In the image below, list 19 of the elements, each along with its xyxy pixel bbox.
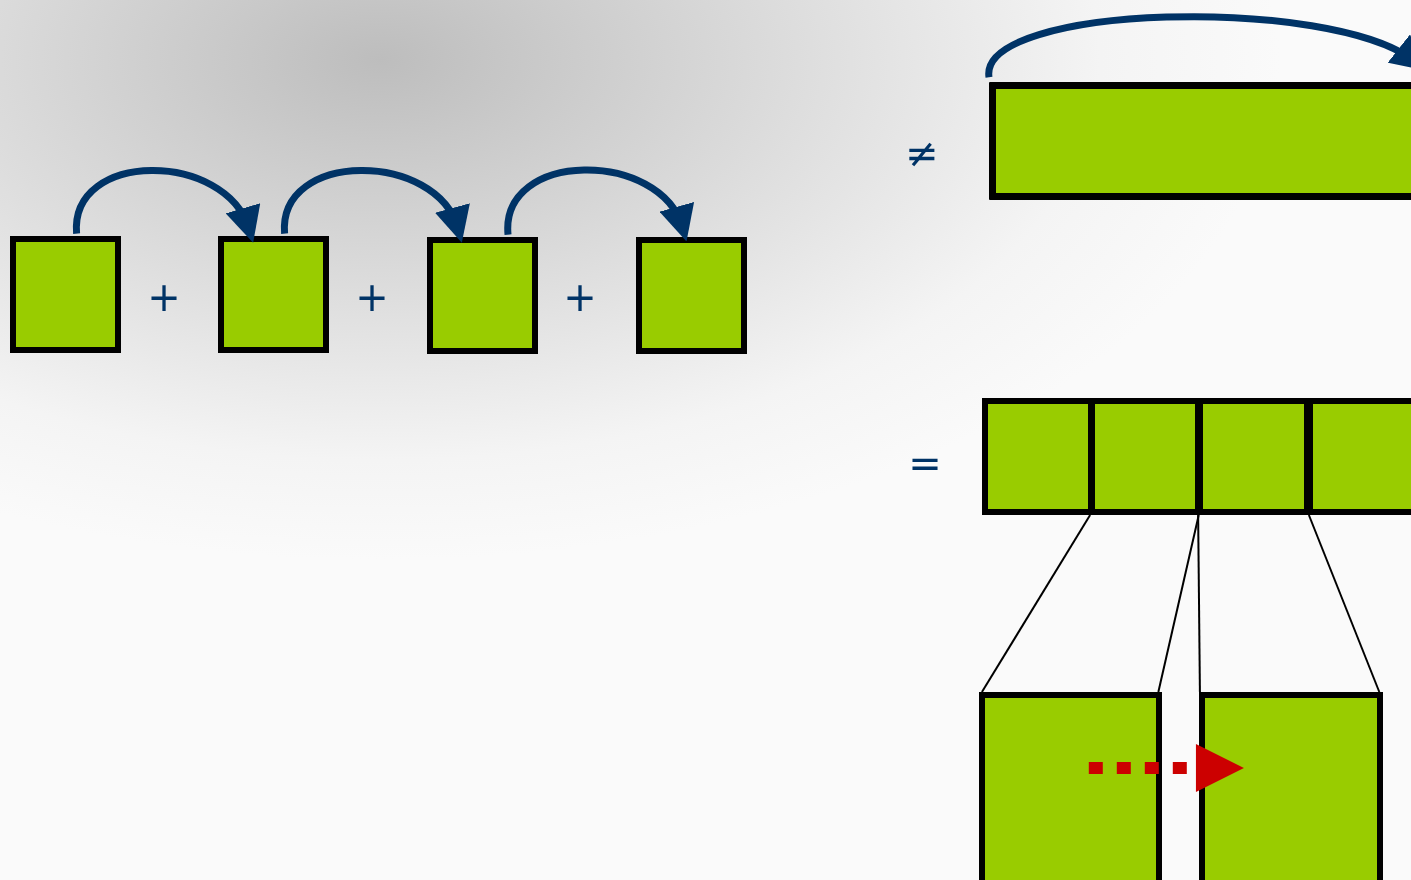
plus-sign: +: [355, 277, 389, 317]
bar-segment: [1307, 398, 1411, 515]
dashed-arrow: [1088, 744, 1244, 792]
plus-sign: +: [563, 277, 597, 317]
long-bar: [989, 82, 1411, 200]
square-block: [636, 237, 747, 354]
zoom-line: [1307, 514, 1381, 693]
equals-sign: =: [908, 443, 942, 483]
curved-arrow: [985, 13, 1411, 79]
square-block: [427, 237, 538, 354]
zoom-line: [1157, 514, 1200, 693]
plus-sign: +: [147, 277, 181, 317]
zoomed-block: [1199, 692, 1383, 880]
square-block: [10, 236, 121, 353]
square-block: [218, 236, 329, 353]
not-equal-sign: ≠: [905, 133, 939, 173]
zoom-line: [980, 514, 1092, 693]
zoomed-block: [979, 692, 1162, 880]
zoom-line: [1197, 514, 1201, 693]
